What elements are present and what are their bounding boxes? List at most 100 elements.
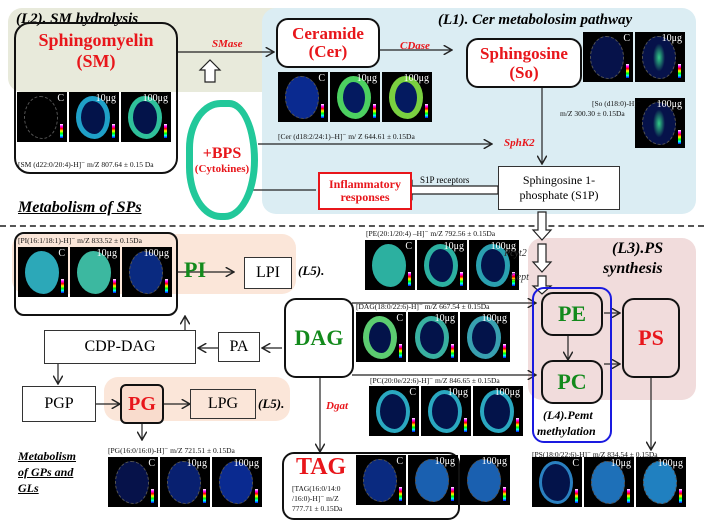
ps-caption: [PS(18:0/22:6)-H]⁻ m/Z 834.54 ± 0.15Da: [532, 450, 658, 459]
ps-label: PS: [638, 325, 664, 350]
tag-image-strip: C 10μg 100μg: [356, 455, 510, 505]
msi-image-10ug: 10μg: [408, 455, 458, 505]
sm-caption: [SM (d22:0/20:4)-H]⁻ m/Z 807.64 ± 0.15 D…: [18, 160, 154, 169]
l5-pi-label: (L5).: [298, 263, 325, 278]
bps-node[interactable]: +BPS (Cytokines): [186, 100, 258, 220]
inflammatory-node[interactable]: Inflammatory responses: [318, 172, 412, 210]
enzyme-dgat: Dgat: [326, 400, 348, 412]
msi-image-10ug: 10μg: [160, 457, 210, 507]
enzyme-pcyt2: Pcyt2: [504, 248, 527, 259]
so-image-strip-top: C 10μg: [583, 32, 685, 82]
l4-title-line2: methylation: [537, 424, 596, 438]
l1-title: (L1). Cer metabolosim pathway: [438, 12, 633, 28]
msi-image-control: C: [356, 455, 406, 505]
s1p-label-line1: Sphingosine 1-: [522, 173, 596, 187]
inflammatory-label-line1: Inflammatory: [329, 177, 401, 191]
enzyme-cdase: CDase: [400, 40, 430, 52]
cer-label-line2: (Cer): [308, 42, 348, 61]
msi-image-control: C: [278, 72, 328, 122]
pe-image-strip: C 10μg 100μg: [365, 240, 519, 290]
so-node[interactable]: Sphingosine (So): [466, 38, 582, 88]
pe-label: PE: [557, 301, 587, 326]
section-title-gps-line2: of GPs and: [18, 465, 74, 479]
inflammatory-label-line2: responses: [340, 190, 390, 204]
section-divider: [0, 225, 704, 227]
msi-image-10ug: 10μg: [635, 32, 685, 82]
l4-region: [532, 287, 612, 443]
msi-image-10ug: 10μg: [70, 247, 120, 297]
msi-image-100ug: 100μg: [121, 92, 171, 142]
pgp-label: PGP: [44, 395, 74, 412]
lpg-node[interactable]: LPG: [190, 389, 256, 419]
msi-image-10ug: 10μg: [421, 386, 471, 436]
pe-node[interactable]: PE: [541, 292, 603, 336]
lpi-label: LPI: [256, 264, 280, 281]
msi-image-100ug: 100μg: [473, 386, 523, 436]
msi-image-100ug: 100μg: [635, 98, 685, 148]
s1p-receptors-label: S1P receptors: [420, 175, 470, 185]
msi-image-control: C: [108, 457, 158, 507]
msi-image-control: C: [365, 240, 415, 290]
pc-image-strip: C 10μg 100μg: [369, 386, 523, 436]
ps-image-strip: C 10μg 100μg: [532, 457, 686, 507]
tag-label: TAG: [296, 454, 347, 480]
l4-title-line1: (L4).Pemt: [543, 408, 593, 422]
pc-node[interactable]: PC: [541, 360, 603, 404]
so-image-strip-bottom: 100μg: [635, 98, 685, 148]
dag-image-strip: C 10μg 100μg: [356, 312, 510, 362]
pgp-node[interactable]: PGP: [22, 386, 96, 422]
pg-label: PG: [128, 392, 156, 415]
pc-caption: [PC(20:0e/22:6)-H]⁻ m/Z 846.65 ± 0.15Da: [370, 376, 500, 385]
msi-image-100ug: 100μg: [122, 247, 172, 297]
pc-label: PC: [557, 369, 587, 394]
dag-label: DAG: [294, 325, 344, 350]
dag-node[interactable]: DAG: [284, 298, 354, 378]
msi-image-control: C: [583, 32, 633, 82]
msi-image-control: C: [17, 92, 67, 142]
cytokines-label: (Cytokines): [194, 163, 250, 175]
tag-caption-line2: /16:0)-H]⁻ m/Z: [292, 494, 339, 503]
pi-node[interactable]: [14, 232, 178, 316]
bps-label: +BPS: [202, 145, 242, 162]
sm-node[interactable]: Sphingomyelin (SM): [14, 22, 178, 174]
pi-label: PI: [184, 257, 206, 282]
msi-image-10ug: 10μg: [330, 72, 380, 122]
pa-node[interactable]: PA: [218, 332, 260, 362]
l3-title-line2: synthesis: [603, 260, 663, 277]
pi-image-strip: C 10μg 100μg: [18, 247, 172, 297]
tag-caption-line3: 777.71 ± 0.15Da: [292, 504, 343, 513]
cer-caption: [Cer (d18:2/24:1)–H]⁻ m/ Z 644.61 ± 0.15…: [278, 132, 415, 141]
pi-caption: [PI(16:1/18:1)-H]⁻ m/Z 833.52 ± 0.15Da: [18, 236, 142, 245]
lpg-label: LPG: [207, 395, 239, 412]
enzyme-cept: Cept: [510, 272, 529, 283]
pg-node[interactable]: PG: [120, 384, 164, 424]
cdpdag-label: CDP-DAG: [84, 338, 156, 355]
ps-node[interactable]: PS: [622, 298, 680, 378]
lpi-node[interactable]: LPI: [244, 257, 292, 289]
msi-image-100ug: 100μg: [460, 312, 510, 362]
so-caption-line2: m/Z 300.30 ± 0.15Da: [560, 109, 625, 118]
enzyme-sphk2: SphK2: [504, 137, 535, 149]
msi-image-100ug: 100μg: [469, 240, 519, 290]
cer-node[interactable]: Ceramide (Cer): [276, 18, 380, 68]
section-title-gps-line1: Metabolism: [18, 449, 77, 463]
sm-label-line2: (SM): [76, 51, 116, 71]
pa-label: PA: [229, 338, 249, 355]
s1p-node[interactable]: Sphingosine 1- phosphate (S1P): [498, 166, 620, 210]
msi-image-10ug: 10μg: [408, 312, 458, 362]
msi-image-100ug: 100μg: [460, 455, 510, 505]
msi-image-control: C: [18, 247, 68, 297]
msi-image-100ug: 100μg: [382, 72, 432, 122]
msi-image-control: C: [532, 457, 582, 507]
cdpdag-node[interactable]: CDP-DAG: [44, 330, 196, 364]
cer-label-line1: Ceramide: [292, 24, 364, 43]
so-label-line2: (So): [509, 63, 539, 82]
dag-caption: [DAG(18:0/22:6)-H]⁻ m/Z 667.54 ± 0.15Da: [356, 302, 490, 311]
so-caption-line1: [So (d18:0)-H]⁻: [592, 99, 641, 108]
section-title-gps-line3: GLs: [18, 481, 39, 495]
section-title-sps: Metabolism of SPs: [18, 199, 142, 216]
l5-pg-label: (L5).: [258, 396, 285, 411]
msi-image-control: C: [369, 386, 419, 436]
msi-image-10ug: 10μg: [69, 92, 119, 142]
sm-image-strip: C 10μg 100μg: [17, 92, 171, 142]
